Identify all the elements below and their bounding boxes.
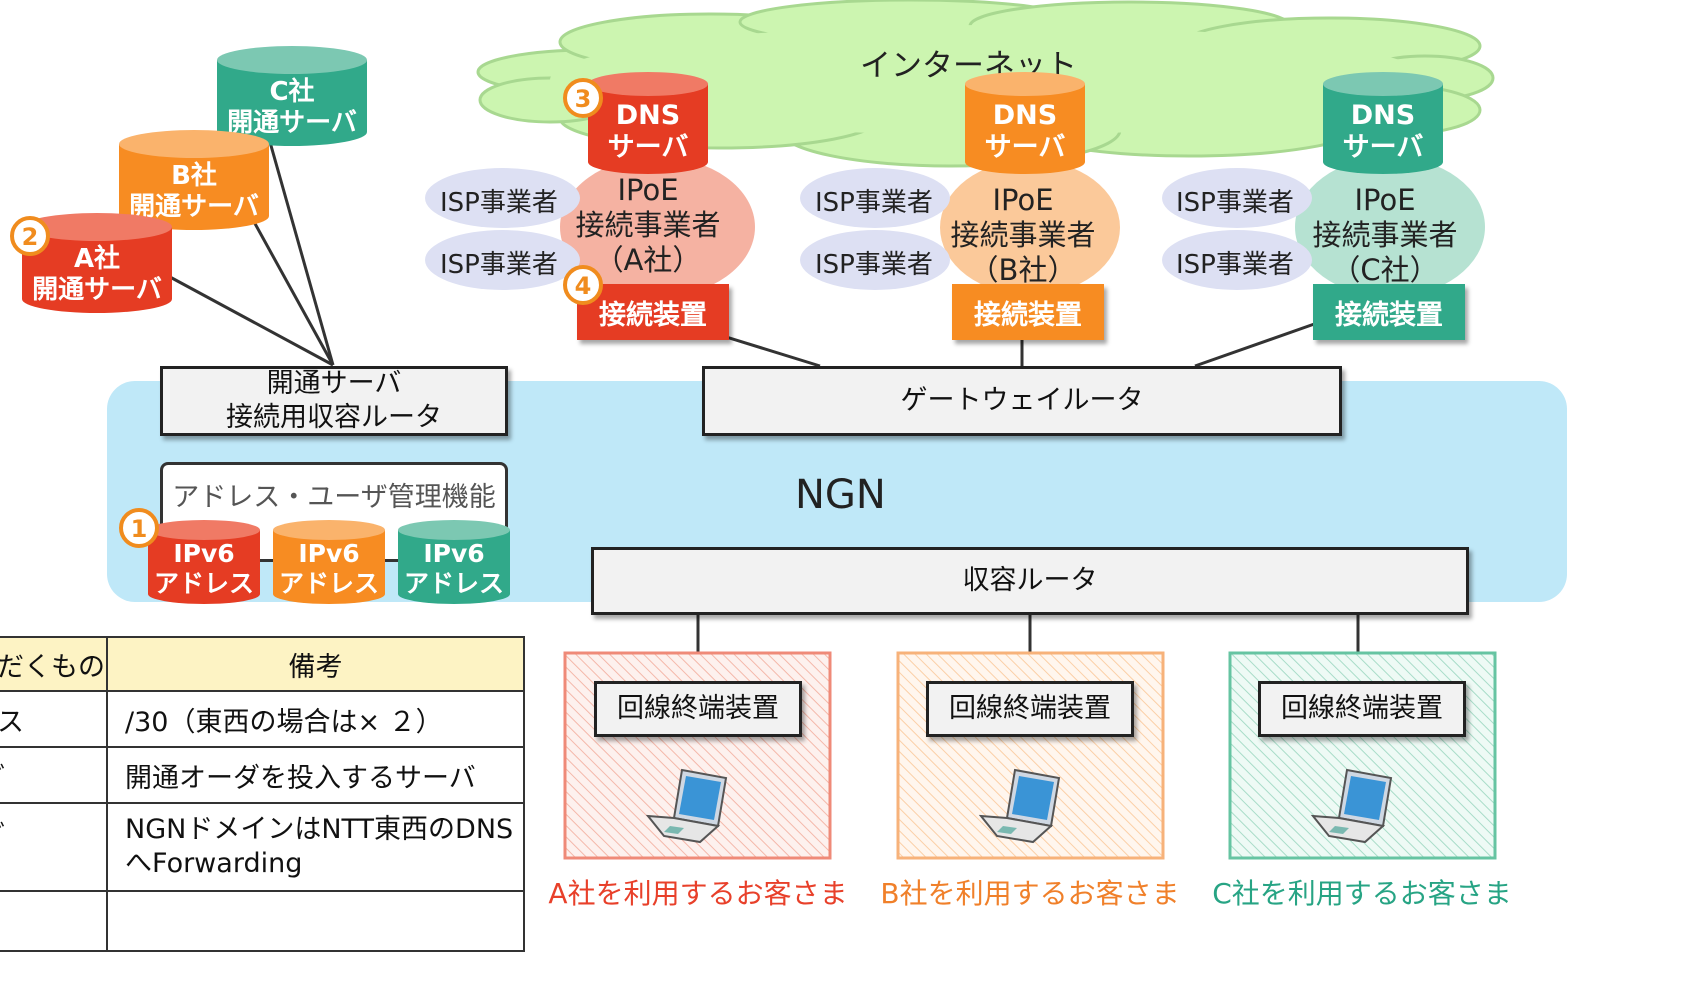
- ipv6-label: アドレス: [404, 569, 504, 598]
- table-cell-line: へForwarding: [125, 848, 303, 879]
- isp-bubble: [1162, 168, 1312, 228]
- laptop-icon: [645, 768, 728, 844]
- table-header-cell: だくもの: [0, 636, 108, 692]
- server-label: 開通サーバ: [32, 275, 162, 305]
- ipoe-bubble-b: [940, 160, 1120, 295]
- isp-bubble: [425, 168, 580, 228]
- connection-device-c: 接続装置: [1313, 284, 1465, 340]
- table-row: ﾞ 開通オーダを投入するサーバ: [0, 746, 525, 804]
- isp-label: ISP事業者: [1176, 188, 1294, 218]
- isp-bubble: [425, 230, 580, 290]
- provisioning-server-b: B社 開通サーバ: [119, 130, 269, 230]
- step-badge-4: 4: [563, 265, 603, 305]
- table-cell: /30（東西の場合は× ２）: [106, 690, 525, 748]
- isp-label: ISP事業者: [440, 250, 558, 280]
- isp-label: ISP事業者: [1176, 250, 1294, 280]
- dns-label: DNS: [1351, 100, 1415, 131]
- ngn-label: NGN: [795, 472, 886, 518]
- ipoe-line: IPoE: [1354, 183, 1416, 217]
- info-table: だくもの 備考 ス /30（東西の場合は× ２） ﾞ 開通オーダを投入するサーバ…: [0, 636, 525, 952]
- step-badge-1: 1: [119, 508, 159, 548]
- ipoe-line: IPoE: [992, 183, 1054, 217]
- table-cell: [0, 890, 108, 952]
- ipoe-line: 接続事業者: [575, 207, 721, 242]
- ipoe-bubble-c: [1295, 157, 1485, 297]
- gateway-router: ゲートウェイルータ: [702, 366, 1342, 436]
- table-cell-line: NGNドメインはNTT東西のDNS: [125, 814, 514, 846]
- onu-a: 回線終端装置: [594, 681, 802, 737]
- ipoe-line: （B社）: [969, 252, 1077, 287]
- ipoe-line: （C社）: [1331, 252, 1439, 287]
- router-label: 開通サーバ: [266, 368, 402, 400]
- ipv6-label: IPv6: [423, 539, 484, 568]
- ipoe-line: 接続事業者: [950, 217, 1096, 252]
- isp-bubble: [1162, 230, 1312, 290]
- dns-label: サーバ: [1343, 132, 1424, 163]
- table-row: ﾞ NGNドメインはNTT東西のDNS へForwarding: [0, 802, 525, 892]
- isp-bubble: [800, 168, 950, 228]
- dns-server-c: DNS サーバ: [1323, 72, 1443, 174]
- table-header-cell: 備考: [106, 636, 525, 692]
- dns-label: DNS: [993, 100, 1057, 131]
- ipv6-label: IPv6: [173, 539, 234, 568]
- server-label: 開通サーバ: [129, 192, 259, 222]
- dns-server-b: DNS サーバ: [965, 72, 1085, 174]
- connection-device-b: 接続装置: [952, 284, 1104, 340]
- step-number: 1: [131, 515, 148, 543]
- isp-label: ISP事業者: [440, 188, 558, 218]
- laptop-icon: [1310, 768, 1393, 844]
- server-label: A社: [74, 243, 120, 274]
- table-cell: ス: [0, 690, 108, 748]
- router-label: 接続用収容ルータ: [226, 402, 442, 433]
- table-header-row: だくもの 備考: [0, 636, 525, 692]
- step-number: 4: [575, 272, 592, 300]
- table-cell: NGNドメインはNTT東西のDNS へForwarding: [106, 802, 525, 892]
- dns-label: サーバ: [985, 132, 1066, 163]
- onu-b: 回線終端装置: [926, 681, 1134, 737]
- connection-device-a: 接続装置: [577, 284, 729, 340]
- table-cell: ﾞ: [0, 746, 108, 804]
- server-label: B社: [171, 160, 217, 191]
- ipoe-provider-a-label: IPoE 接続事業者 （A社）: [573, 173, 723, 277]
- dns-label: DNS: [616, 100, 680, 131]
- table-row: [0, 890, 525, 952]
- server-label: 開通サーバ: [227, 108, 357, 138]
- step-badge-2: 2: [10, 216, 50, 256]
- customer-label-c: C社を利用するお客さま: [1212, 877, 1512, 910]
- provisioning-router: 開通サーバ 接続用収容ルータ: [160, 366, 508, 436]
- ipoe-line: 接続事業者: [1312, 217, 1458, 252]
- table-cell: [106, 890, 525, 952]
- ipv6-label: アドレス: [279, 569, 379, 598]
- ipoe-provider-b-label: IPoE 接続事業者 （B社）: [948, 183, 1098, 287]
- table-cell: 開通オーダを投入するサーバ: [106, 746, 525, 804]
- server-label: C社: [269, 76, 314, 107]
- isp-label: ISP事業者: [815, 250, 933, 280]
- dns-label: サーバ: [608, 132, 689, 163]
- ipv6-address-c: IPv6 アドレス: [398, 520, 510, 604]
- access-router: 収容ルータ: [591, 547, 1469, 615]
- provisioning-server-a: A社 開通サーバ: [22, 213, 172, 313]
- step-number: 2: [22, 223, 39, 251]
- laptop-icon: [978, 768, 1061, 844]
- ipoe-line: （A社）: [594, 242, 702, 277]
- ipoe-line: IPoE: [617, 173, 679, 207]
- ipoe-provider-c-label: IPoE 接続事業者 （C社）: [1310, 183, 1460, 287]
- ipv6-label: アドレス: [154, 569, 254, 598]
- provisioning-server-c: C社 開通サーバ: [217, 46, 367, 146]
- ipv6-address-a: IPv6 アドレス: [148, 520, 260, 604]
- table-row: ス /30（東西の場合は× ２）: [0, 690, 525, 748]
- isp-label: ISP事業者: [815, 188, 933, 218]
- isp-bubble: [800, 230, 950, 290]
- ipv6-address-b: IPv6 アドレス: [273, 520, 385, 604]
- table-cell: ﾞ: [0, 802, 108, 892]
- ipv6-label: IPv6: [298, 539, 359, 568]
- onu-c: 回線終端装置: [1258, 681, 1466, 737]
- step-number: 3: [575, 85, 592, 113]
- dns-server-a: DNS サーバ: [588, 72, 708, 174]
- address-management-title: アドレス・ユーザ管理機能: [172, 482, 496, 513]
- customer-label-b: B社を利用するお客さま: [880, 877, 1180, 910]
- step-badge-3: 3: [563, 78, 603, 118]
- customer-label-a: A社を利用するお客さま: [548, 877, 848, 910]
